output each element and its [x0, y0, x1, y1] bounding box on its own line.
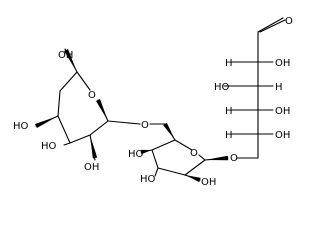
bond-2	[59, 71, 78, 92]
bond-15	[151, 139, 176, 151]
label-left-ring-c4-ho: HO	[13, 121, 29, 132]
stereo-wedge-2	[35, 116, 58, 129]
label-middle-ring-c3-ho: HO	[140, 174, 156, 185]
label-chain-c4-oh: OH	[275, 106, 290, 117]
stereo-wedge-0	[64, 49, 77, 72]
label-middle-ring-c2-oh: OH	[201, 177, 216, 188]
bond-22	[198, 154, 206, 161]
label-chain-c4-h: H	[225, 106, 233, 117]
atom-labels: OH O HO HO OH O O HO HO OH O O H OH HO H…	[13, 16, 293, 188]
stereo-wedge-7	[140, 149, 152, 155]
label-left-ring-c3-ho: HO	[41, 141, 57, 152]
label-glycosidic-oxygen-2: O	[230, 153, 238, 164]
label-glycosidic-oxygen-1: O	[141, 120, 149, 131]
label-chain-c2-oh: OH	[275, 58, 290, 69]
bond-27	[259, 19, 286, 33]
label-middle-ring-c4-ho: HO	[128, 149, 144, 160]
label-left-ring-ch2-oh: OH	[58, 50, 73, 61]
label-middle-ring-oxygen: O	[190, 148, 198, 159]
bond-21	[184, 159, 206, 176]
chemical-structure-diagram: OH O HO HO OH O O HO HO OH O O H OH HO H…	[13, 16, 293, 188]
bond-14	[174, 139, 193, 151]
stereo-wedge-6	[185, 175, 201, 183]
label-chain-c3-h: H	[275, 82, 283, 93]
bond-5	[57, 115, 71, 144]
bond-19	[157, 167, 186, 176]
bond-18	[154, 167, 159, 177]
bond-17	[151, 149, 159, 169]
bond-7	[69, 134, 91, 144]
bond-6	[63, 142, 71, 146]
label-aldehyde-oxygen: O	[285, 16, 293, 27]
label-chain-c2-h: H	[225, 58, 233, 69]
label-left-ring-oxygen: O	[88, 90, 96, 101]
stereo-wedge-1	[96, 99, 108, 121]
label-chain-c5-oh: OH	[275, 130, 290, 141]
stereo-wedge-4	[163, 122, 175, 140]
stereo-wedge-5	[205, 155, 229, 161]
bond-lines	[35, 17, 286, 181]
label-chain-c3-ho: HO	[214, 82, 230, 93]
label-left-ring-c2-oh: OH	[84, 162, 99, 173]
stereo-wedge-3	[90, 135, 98, 159]
bond-3	[57, 90, 61, 117]
bond-1	[76, 71, 91, 91]
label-chain-c5-h: H	[225, 130, 233, 141]
bond-26	[257, 17, 284, 33]
stereo-wedges	[35, 49, 229, 183]
bond-9	[89, 120, 109, 136]
bond-11	[107, 120, 141, 125]
